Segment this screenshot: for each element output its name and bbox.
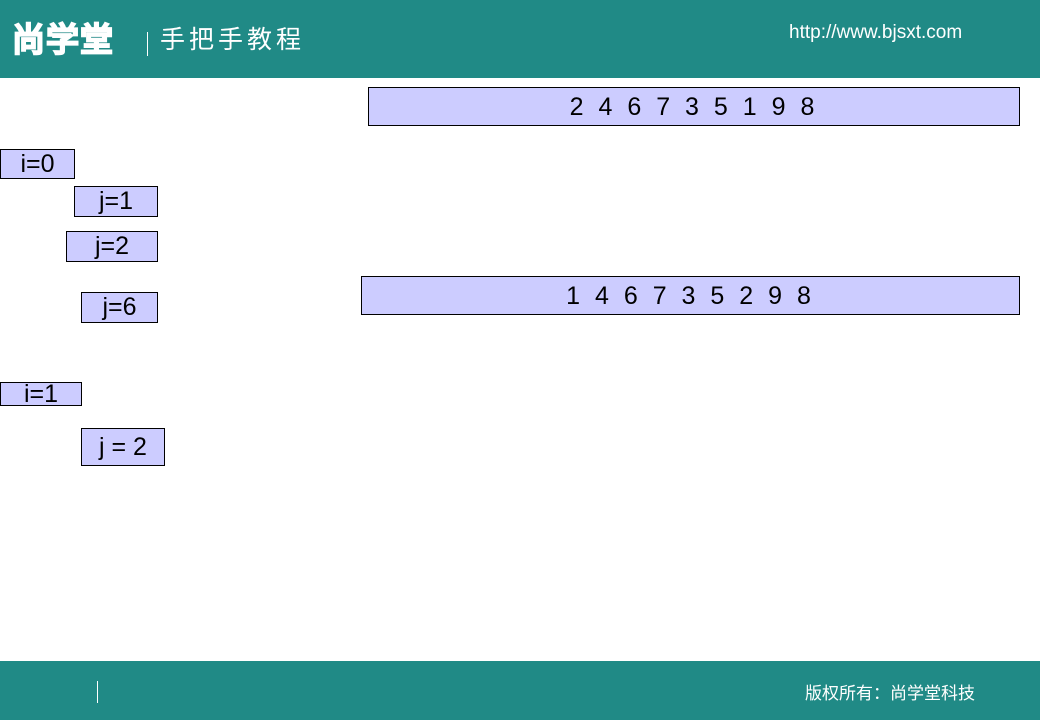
sequence-after: 1 4 6 7 3 5 2 9 8 (361, 276, 1020, 315)
var-i1: i=1 (0, 382, 82, 407)
sequence-before: 2 4 6 7 3 5 1 9 8 (368, 87, 1020, 126)
var-j6: j=6 (81, 292, 158, 323)
var-j2: j=2 (66, 231, 158, 262)
header-divider (147, 32, 148, 56)
footer-divider (97, 681, 98, 703)
header-bar: 尚学堂 手把手教程 http://www.bjsxt.com (0, 0, 1040, 78)
header-subtitle: 手把手教程 (160, 25, 306, 54)
website-url: http://www.bjsxt.com (789, 22, 963, 43)
var-j2-second: j = 2 (81, 428, 165, 466)
var-j1: j=1 (74, 186, 158, 217)
var-i0: i=0 (0, 149, 75, 179)
logo: 尚学堂 (11, 19, 114, 60)
footer-bar: 版权所有：尚学堂科技 (0, 661, 1040, 720)
copyright-text: 版权所有：尚学堂科技 (805, 684, 975, 704)
